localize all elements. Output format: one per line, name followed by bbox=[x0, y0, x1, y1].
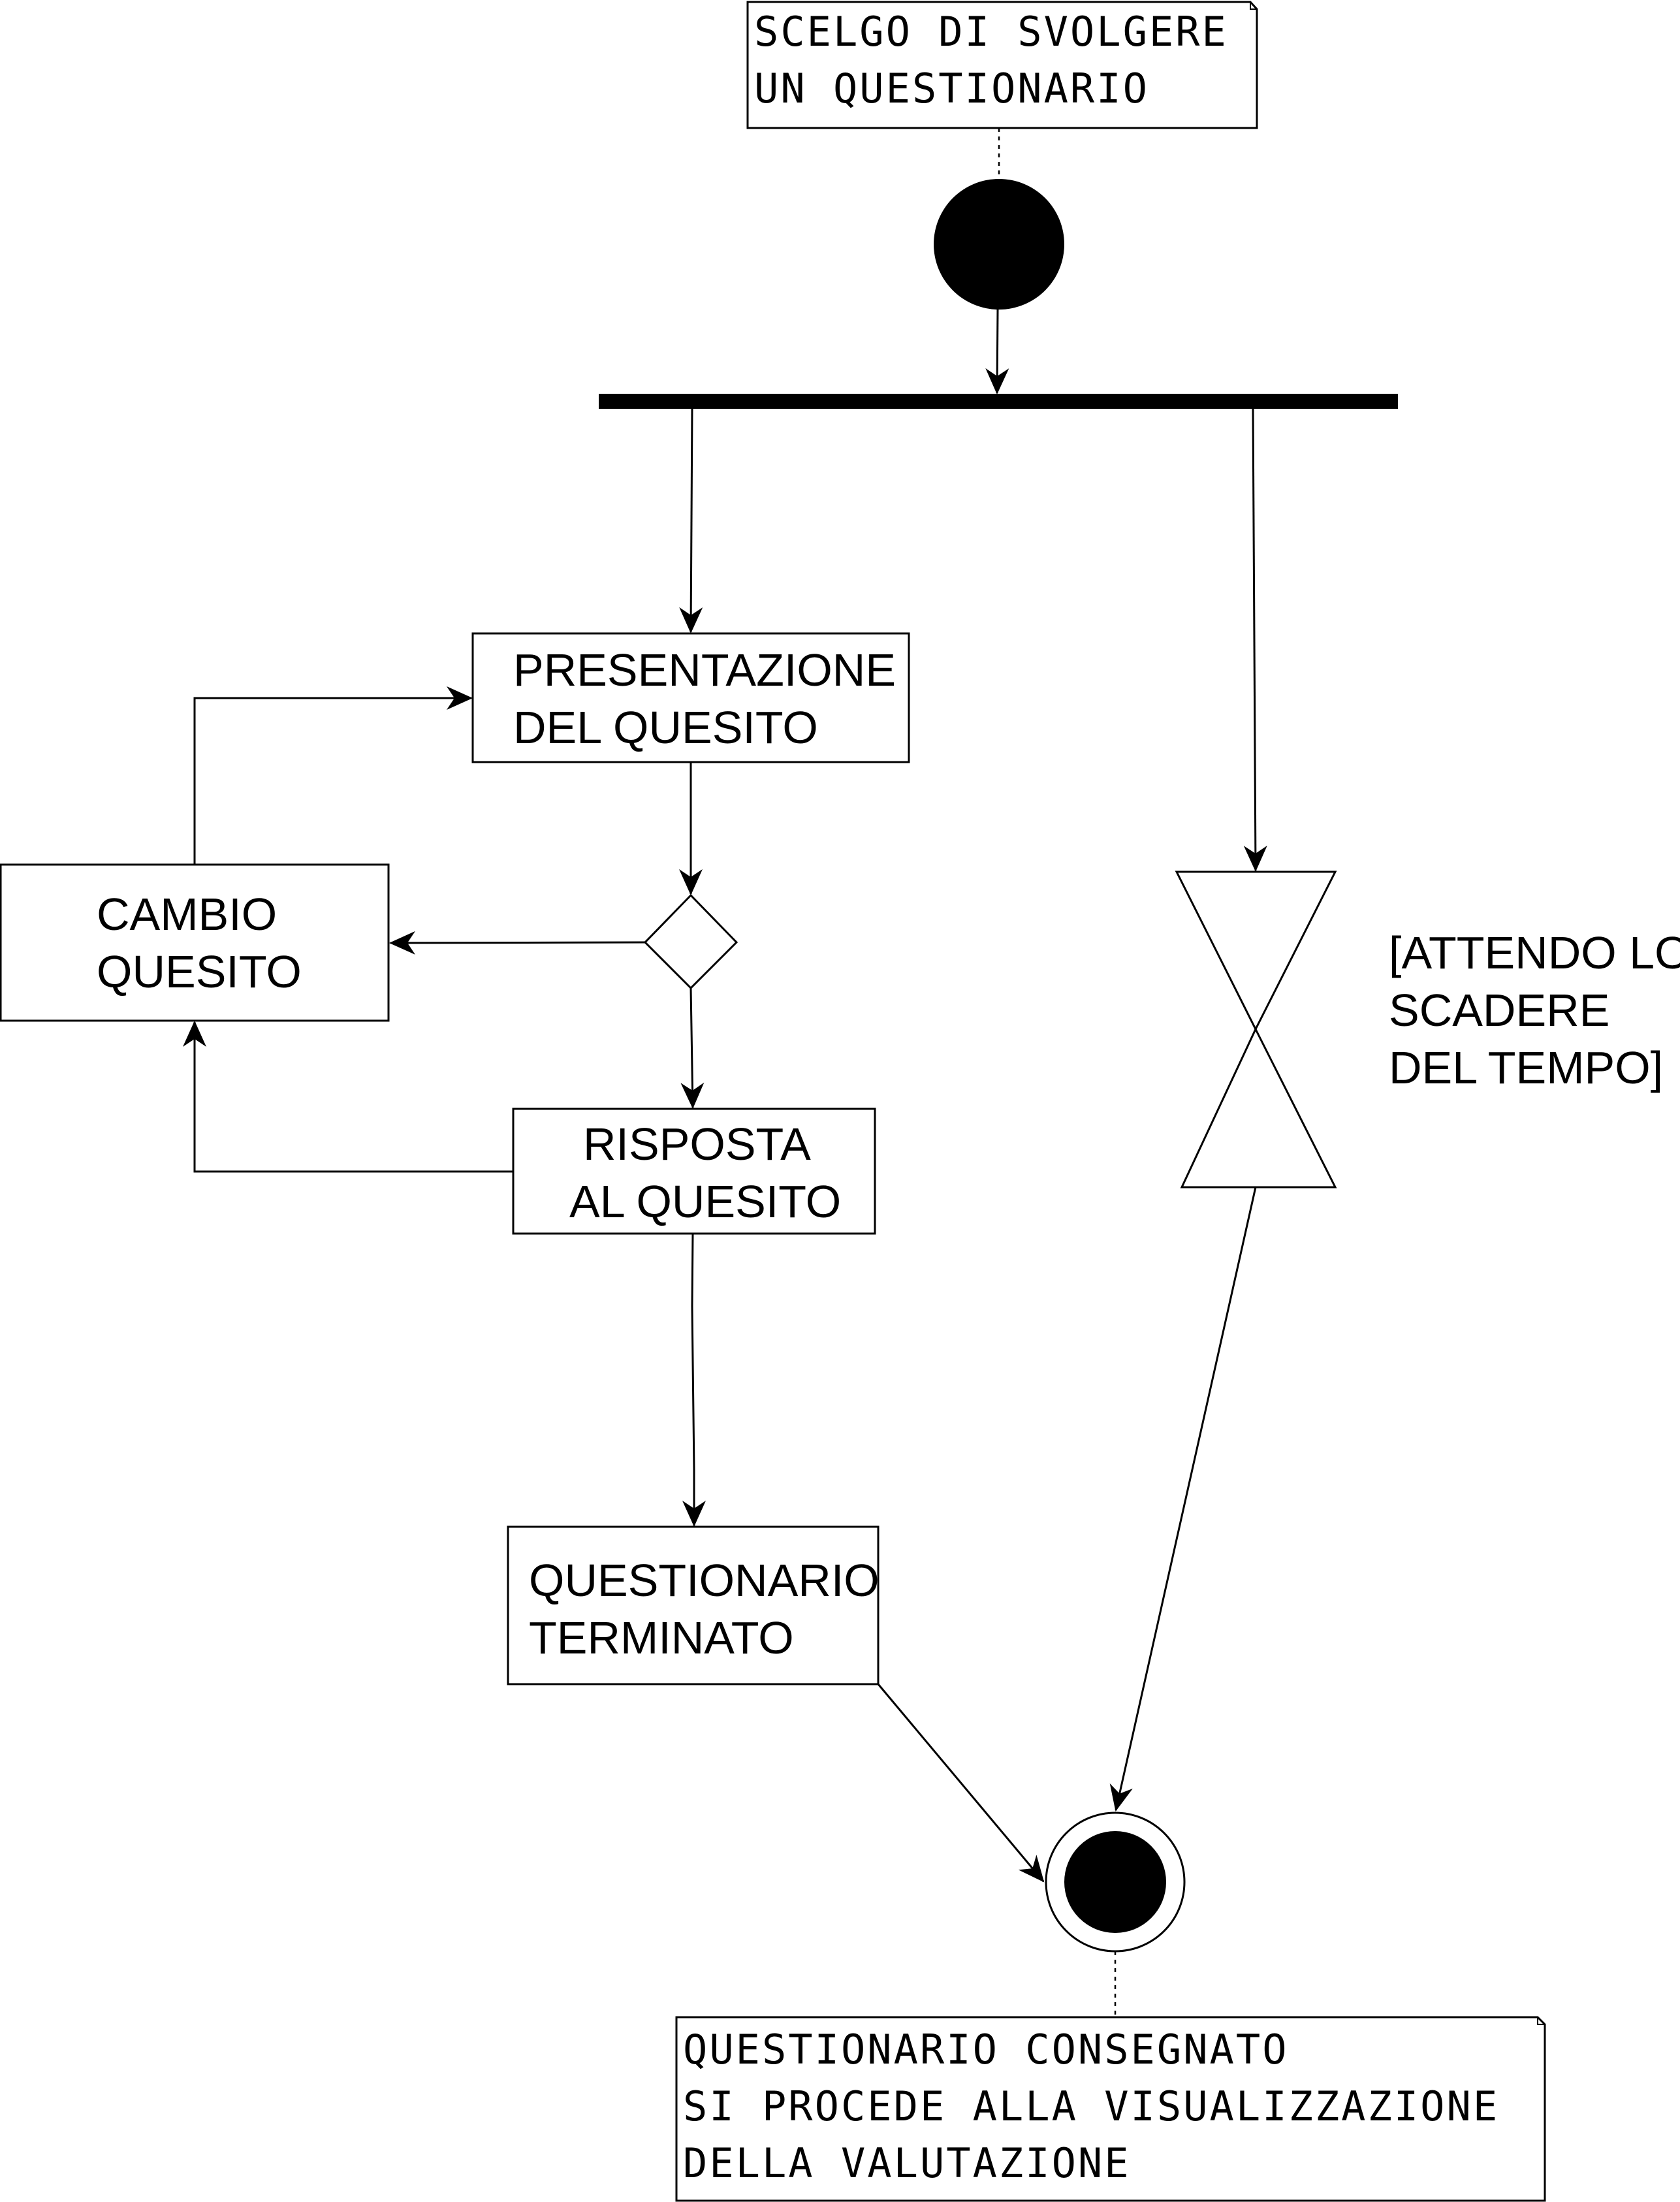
cambio-line1: CAMBIO bbox=[97, 889, 277, 940]
flow-timer-to-final bbox=[1109, 1187, 1257, 1811]
activity-risposta: RISPOSTA AL QUESITO bbox=[512, 1108, 876, 1235]
risposta-line2: AL QUESITO bbox=[569, 1176, 841, 1227]
activity-cambio-quesito: CAMBIO QUESITO bbox=[0, 863, 390, 1022]
flow-decision-to-risposta bbox=[680, 987, 705, 1109]
flow-cambio-to-presentazione bbox=[193, 686, 473, 865]
flow-risposta-to-cambio bbox=[183, 1021, 513, 1173]
fork-bar bbox=[599, 394, 1398, 409]
risposta-line1: RISPOSTA bbox=[583, 1119, 811, 1170]
guard-line2: SCADERE bbox=[1389, 985, 1609, 1036]
presentazione-line1: PRESENTAZIONE bbox=[513, 645, 896, 695]
final-node bbox=[1045, 1811, 1186, 1953]
start-note-line2: UN QUESTIONARIO bbox=[754, 65, 1149, 112]
end-note: QUESTIONARIO CONSEGNATO SI PROCEDE ALLA … bbox=[675, 2016, 1546, 2202]
flow-decision-to-cambio bbox=[389, 931, 646, 955]
flow-fork-to-presentazione bbox=[679, 408, 703, 633]
flow-risposta-to-terminato bbox=[682, 1233, 706, 1527]
flow-fork-to-timer bbox=[1243, 408, 1267, 872]
flow-initial-to-fork bbox=[985, 309, 1009, 394]
guard-line1: [ATTENDO LO bbox=[1389, 927, 1680, 978]
terminato-line2: TERMINATO bbox=[529, 1612, 794, 1663]
guard-line3: DEL TEMPO] bbox=[1389, 1042, 1663, 1093]
start-note: SCELGO DI SVOLGERE UN QUESTIONARIO bbox=[746, 1, 1258, 129]
cambio-line2: QUESITO bbox=[97, 946, 302, 997]
end-note-line1: QUESTIONARIO CONSEGNATO bbox=[683, 2026, 1289, 2073]
flow-terminato-to-final bbox=[877, 1683, 1045, 1883]
end-note-line2: SI PROCEDE ALLA VISUALIZZAZIONE bbox=[683, 2082, 1499, 2130]
terminato-line1: QUESTIONARIO bbox=[529, 1555, 880, 1606]
presentazione-line2: DEL QUESITO bbox=[513, 702, 818, 753]
activity-presentazione: PRESENTAZIONE DEL QUESITO bbox=[471, 632, 910, 763]
start-note-line1: SCELGO DI SVOLGERE bbox=[754, 8, 1228, 56]
hourglass-icon bbox=[1175, 870, 1337, 1189]
initial-node bbox=[934, 179, 1064, 310]
decision-node bbox=[643, 893, 738, 990]
guard-condition: [ATTENDO LO SCADERE DEL TEMPO] bbox=[1389, 927, 1680, 1093]
activity-questionario-terminato: QUESTIONARIO TERMINATO bbox=[507, 1525, 880, 1685]
end-note-line3: DELLA VALUTAZIONE bbox=[683, 2139, 1131, 2187]
